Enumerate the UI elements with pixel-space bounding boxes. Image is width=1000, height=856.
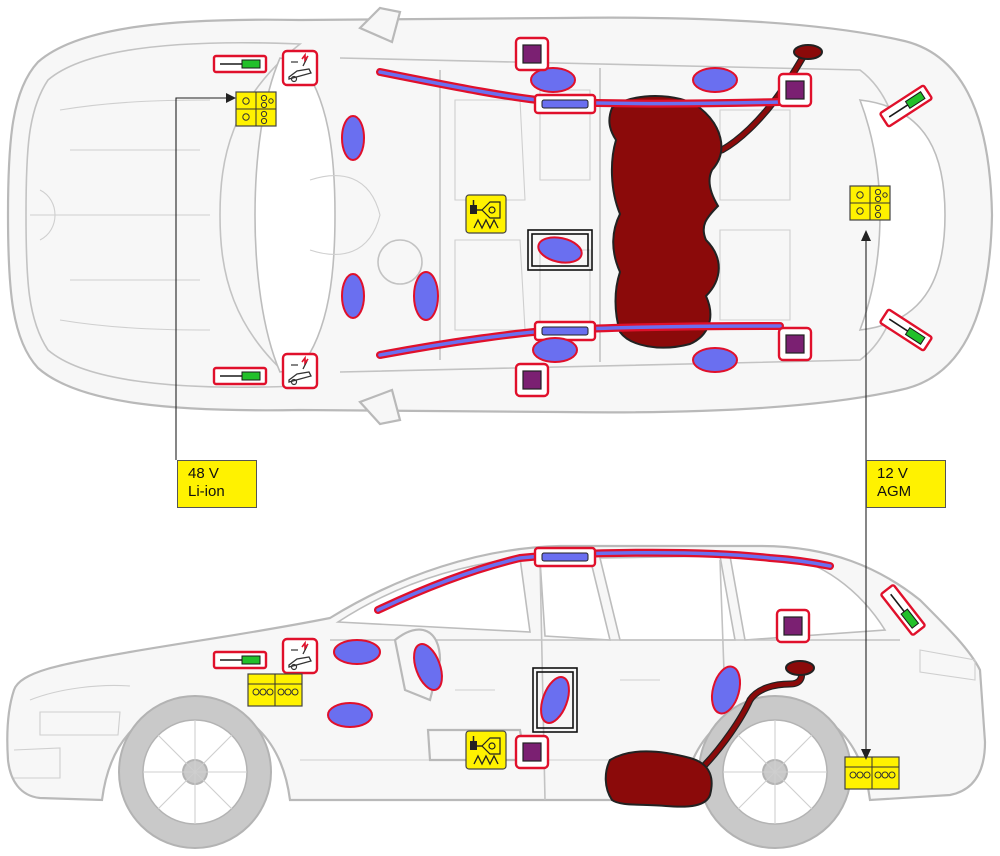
active-bonnet-icon: [281, 637, 319, 675]
airbag-icon: [692, 67, 738, 93]
crash-sensor-icon: [777, 72, 813, 108]
gas-strut-icon: [212, 650, 268, 670]
airbag-icon: [341, 273, 365, 319]
gas-strut-icon: [212, 366, 268, 386]
battery-icon: [247, 673, 303, 707]
crash-sensor-icon: [775, 608, 811, 644]
airbag-icon: [333, 639, 381, 665]
crash-sensor-icon: [514, 36, 550, 72]
curtain-airbag-top-upper: [376, 68, 784, 115]
crash-sensor-icon: [514, 734, 550, 770]
airbag-icon: [413, 643, 443, 691]
fuel-tank-side: [604, 660, 815, 808]
top-windshield: [254, 57, 336, 373]
airbags-top: [341, 67, 738, 373]
side-rear-window: [598, 555, 736, 641]
active-bonnet-icon: [281, 352, 319, 390]
airbag-icon: [692, 347, 738, 373]
active-bonnet-icon: [281, 49, 319, 87]
seatbelt-pretensioner-icon: [465, 730, 507, 770]
seatbelt-pretensioner-icon: [465, 194, 507, 234]
airbag-icon: [413, 271, 439, 321]
airbag-control-unit-icon: [527, 229, 593, 271]
airbags-side: [327, 639, 742, 733]
airbag-control-unit-icon: [532, 667, 578, 733]
airbag-icon: [341, 115, 365, 161]
curtain-airbag-side: [374, 546, 834, 614]
airbag-icon: [327, 702, 373, 728]
battery-icon: [235, 91, 277, 127]
car-side-view: [6, 544, 987, 849]
airbag-icon: [530, 67, 576, 93]
battery-label-12v-agm: 12 V AGM: [866, 460, 946, 508]
battery-label-48v-li-ion: 48 V Li-ion: [177, 460, 257, 508]
battery-icon: [844, 756, 900, 790]
battery-icon: [849, 185, 891, 221]
gas-strut-icon: [212, 54, 268, 74]
crash-sensor-icon: [514, 362, 550, 398]
airbag-icon: [532, 337, 578, 363]
curtain-airbag-top-lower: [376, 320, 784, 359]
airbag-icon: [710, 665, 742, 715]
crash-sensor-icon: [777, 326, 813, 362]
